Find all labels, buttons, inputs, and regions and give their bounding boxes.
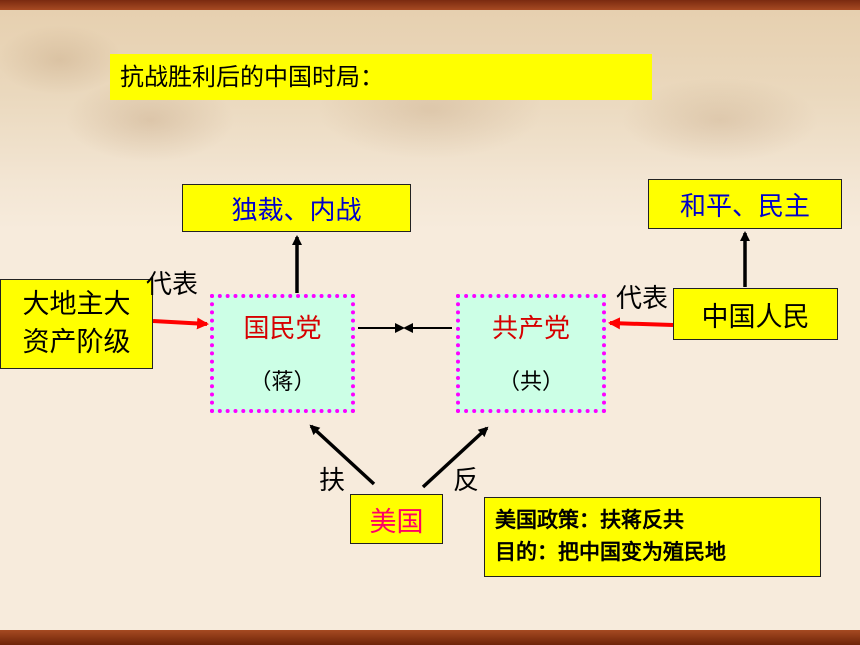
policy-line1: 美国政策：扶蒋反共 bbox=[495, 508, 684, 532]
landlords-line1: 大地主大 bbox=[22, 289, 131, 320]
landlords-box: 大地主大 资产阶级 bbox=[0, 279, 153, 369]
support-label: 扶 bbox=[319, 466, 346, 496]
slide-title: 抗战胜利后的中国时局： bbox=[110, 54, 652, 100]
people-text: 中国人民 bbox=[701, 301, 810, 333]
cpc-box: 共产党 （共） bbox=[456, 294, 606, 413]
peace-box: 和平、民主 bbox=[648, 179, 842, 229]
usa-box: 美国 bbox=[350, 494, 443, 544]
dictatorship-box: 独裁、内战 bbox=[182, 184, 411, 232]
kmt-box: 国民党 （蒋） bbox=[210, 294, 355, 413]
cpc-abbr: （共） bbox=[497, 370, 564, 395]
policy-box: 美国政策：扶蒋反共 目的：把中国变为殖民地 bbox=[484, 497, 821, 577]
kmt-name: 国民党 bbox=[243, 314, 322, 344]
represent-label-left: 代表 bbox=[146, 270, 199, 300]
bottom-bar bbox=[0, 630, 860, 645]
cpc-name: 共产党 bbox=[491, 314, 570, 344]
landlords-line2: 资产阶级 bbox=[22, 327, 131, 358]
kmt-abbr: （蒋） bbox=[249, 370, 316, 395]
usa-text: 美国 bbox=[369, 506, 424, 538]
people-box: 中国人民 bbox=[673, 288, 838, 340]
usa-oppose-cpc-arrow bbox=[421, 426, 489, 489]
represent-label-right: 代表 bbox=[616, 284, 669, 314]
landlords-to-kmt-arrow bbox=[152, 317, 209, 330]
usa-support-kmt-arrow bbox=[309, 424, 376, 486]
peace-text: 和平、民主 bbox=[679, 191, 810, 222]
oppose-label: 反 bbox=[453, 466, 480, 496]
policy-line2: 目的：把中国变为殖民地 bbox=[495, 540, 726, 564]
people-to-cpc-arrow bbox=[608, 317, 674, 330]
dictatorship-text: 独裁、内战 bbox=[231, 195, 362, 226]
top-bar bbox=[0, 0, 860, 10]
